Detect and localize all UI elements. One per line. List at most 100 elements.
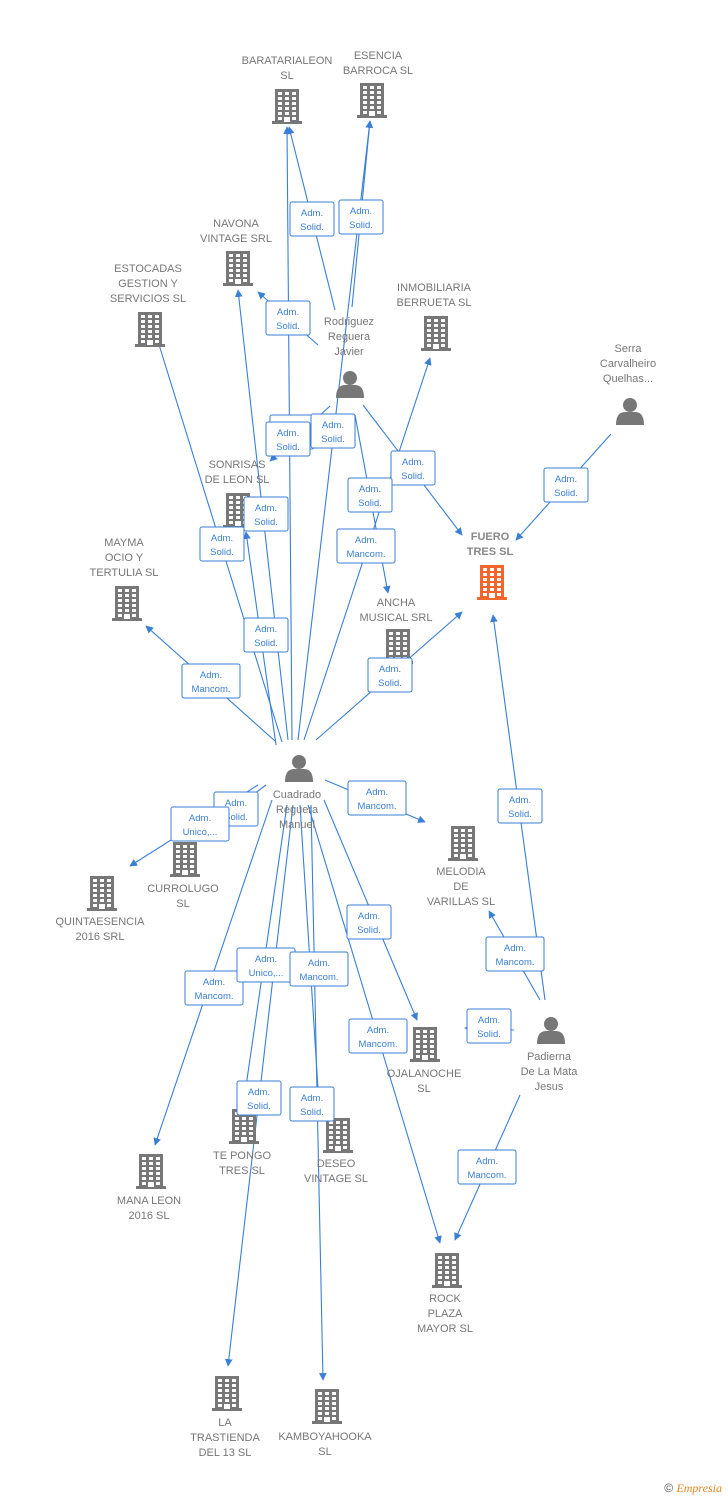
edge-label-cuadrado-esencia[interactable]: Adm.Solid.: [310, 413, 356, 449]
edge-label-box[interactable]: [289, 951, 349, 987]
edge-label-box[interactable]: [289, 1086, 335, 1122]
edge-label-cuadrado-navona[interactable]: Adm.Solid.: [243, 617, 289, 653]
company-building-icon[interactable]: [410, 1027, 440, 1062]
company-building-icon[interactable]: [135, 312, 165, 347]
company-building-icon[interactable]: [323, 1118, 353, 1153]
edge-label-box[interactable]: [348, 1018, 408, 1054]
edge-label-cuadrado-fuero[interactable]: Adm.Solid.: [367, 657, 413, 693]
edge-label-cuadrado-ojalanoche[interactable]: Adm.Solid.: [346, 904, 392, 940]
edge-label-cuadrado-tepongo[interactable]: Adm.Unico,...: [236, 947, 296, 983]
edge-label-box[interactable]: [367, 657, 413, 693]
node-label-line: SERVICIOS SL: [110, 293, 186, 305]
edge-label-box[interactable]: [289, 201, 335, 237]
company-building-icon[interactable]: [432, 1253, 462, 1288]
edge-label-cuadrado-latrastienda[interactable]: Adm.Solid.: [236, 1080, 282, 1116]
edge-label-rodriguez-ancha[interactable]: Adm.Mancom.: [336, 528, 396, 564]
edge-label-box[interactable]: [497, 788, 543, 824]
edge-label-box[interactable]: [336, 528, 396, 564]
edge-label-cuadrado-mayma[interactable]: Adm.Mancom.: [181, 663, 241, 699]
person-icon[interactable]: [336, 371, 364, 398]
company-building-icon[interactable]: [212, 1376, 242, 1411]
edge-label-box[interactable]: [466, 1008, 512, 1044]
edge-label-box[interactable]: [347, 780, 407, 816]
company-building-icon[interactable]: [87, 876, 117, 911]
edge-label-box[interactable]: [236, 1080, 282, 1116]
edge-label-box[interactable]: [265, 300, 311, 336]
edge-label-box[interactable]: [170, 806, 230, 842]
company-building-icon[interactable]: [448, 826, 478, 861]
edge-label-rodriguez-baratarialeon[interactable]: Adm.Solid.: [289, 201, 335, 237]
company-building-icon[interactable]: [312, 1389, 342, 1424]
edge-label-box[interactable]: [199, 526, 245, 562]
edge-label-cuadrado-baratarialeon[interactable]: Adm.Solid.: [265, 421, 311, 457]
edge-label-cuadrado-quintaesencia[interactable]: Adm.Unico,...: [170, 806, 230, 842]
company-building-icon[interactable]: [136, 1154, 166, 1189]
highlighted-company-icon[interactable]: [477, 565, 507, 600]
company-building-icon[interactable]: [421, 316, 451, 351]
company-building-icon[interactable]: [383, 629, 413, 664]
edge-label-box[interactable]: [310, 413, 356, 449]
edge-label-cuadrado-manaleon[interactable]: Adm.Mancom.: [184, 970, 244, 1006]
edge-label-box[interactable]: [457, 1149, 517, 1185]
edge-label-box[interactable]: [390, 450, 436, 486]
edge-label-rodriguez-esencia[interactable]: Adm.Solid.: [338, 199, 384, 235]
person-icon[interactable]: [616, 398, 644, 425]
edge-label-box[interactable]: [485, 936, 545, 972]
company-building-icon[interactable]: [272, 89, 302, 124]
company-building-icon[interactable]: [170, 842, 200, 877]
edge-label-box[interactable]: [346, 904, 392, 940]
company-building-icon[interactable]: [112, 586, 142, 621]
edge-label-cuadrado-rock[interactable]: Adm.Mancom.: [348, 1018, 408, 1054]
edge-label-cuadrado-sonrisas[interactable]: Adm.Solid.: [243, 496, 289, 532]
edge-label-cuadrado-melodia[interactable]: Adm.Mancom.: [347, 780, 407, 816]
edge-label-box[interactable]: [243, 496, 289, 532]
edge-label-cuadrado-deseo[interactable]: Adm.Mancom.: [289, 951, 349, 987]
edge-label-cuadrado-estocadas[interactable]: Adm.Solid.: [199, 526, 245, 562]
brand-logo[interactable]: Empresia: [676, 1481, 722, 1495]
edge-label-box[interactable]: [543, 467, 589, 503]
edge-label-box[interactable]: [181, 663, 241, 699]
edge-label-rodriguez-fuero[interactable]: Adm.Solid.: [390, 450, 436, 486]
company-building-icon[interactable]: [357, 83, 387, 118]
edge-label-cuadrado-inmobiliaria[interactable]: Adm.Solid.: [347, 477, 393, 513]
edge-label-padierna-rock[interactable]: Adm.Mancom.: [457, 1149, 517, 1185]
edge-label-serra-fuero[interactable]: Adm.Solid.: [543, 467, 589, 503]
person-icon[interactable]: [285, 755, 313, 782]
edge-label-box[interactable]: [338, 199, 384, 235]
person-icon[interactable]: [537, 1017, 565, 1044]
edge-label-cuadrado-kamboya[interactable]: Adm.Solid.: [289, 1086, 335, 1122]
edge-label-padierna-melodia[interactable]: Adm.Mancom.: [485, 936, 545, 972]
edge-label-box[interactable]: [265, 421, 311, 457]
edge-label-padierna-ojalanoche[interactable]: Adm.Solid.: [466, 1008, 512, 1044]
edge-label-box[interactable]: [184, 970, 244, 1006]
company-building-icon[interactable]: [223, 251, 253, 286]
edge-label-box[interactable]: [347, 477, 393, 513]
edge-label-box[interactable]: [243, 617, 289, 653]
edge-label-rodriguez-navona[interactable]: Adm.Solid.: [265, 300, 311, 336]
edge-label-padierna-fuero[interactable]: Adm.Solid.: [497, 788, 543, 824]
node-label-line: BARATARIALEON: [242, 55, 333, 67]
